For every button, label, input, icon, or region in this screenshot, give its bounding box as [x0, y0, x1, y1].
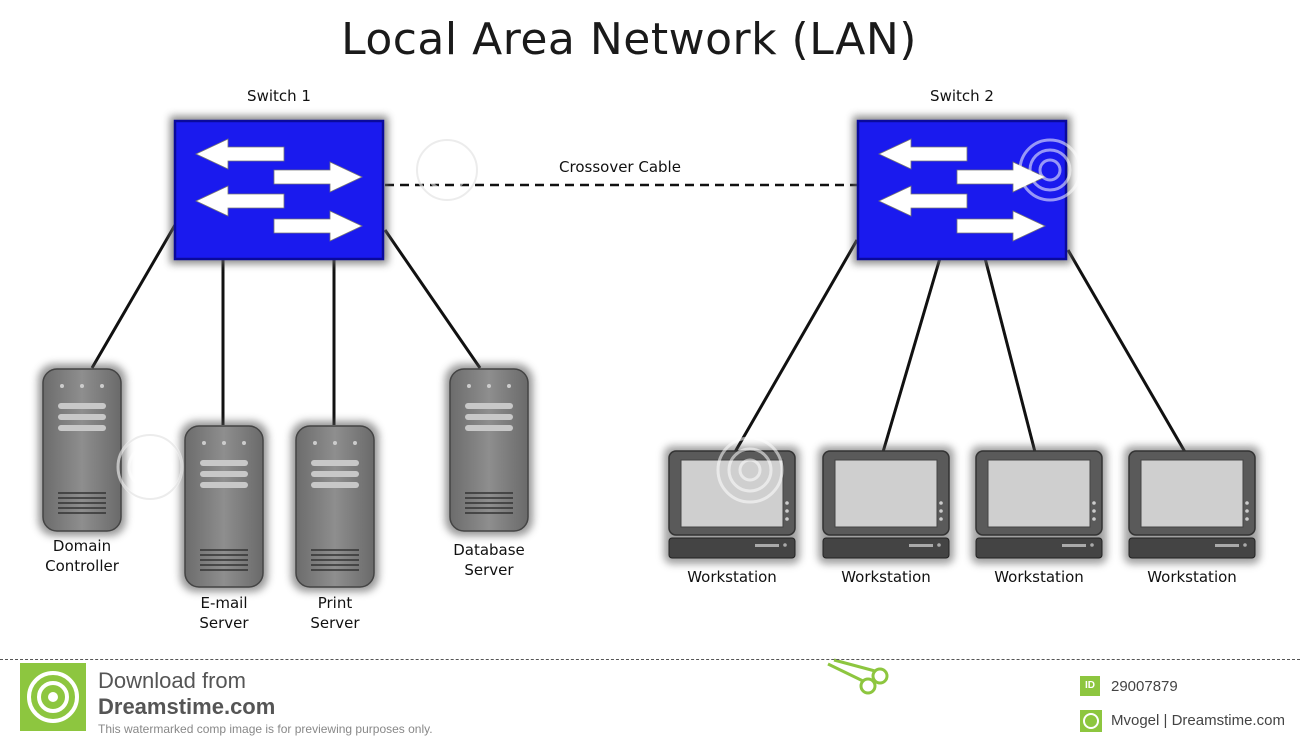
email-server-label-line2: Server: [199, 614, 249, 632]
server-print-icon: [291, 421, 379, 592]
crossover-cable-label: Crossover Cable: [559, 158, 681, 176]
switch-1: [170, 116, 388, 264]
cut-line: [0, 659, 1300, 660]
workstation-3-label: Workstation: [994, 568, 1084, 586]
workstation-1-label: Workstation: [687, 568, 777, 586]
email-server-label: E-mail Server: [164, 593, 284, 633]
switch-1-label: Switch 1: [247, 87, 311, 105]
scissors-icon: [827, 658, 889, 695]
image-credit: Mvogel | Dreamstime.com: [1111, 712, 1285, 729]
switch-2-label: Switch 2: [930, 87, 994, 105]
cable-database-server: [383, 229, 482, 369]
watermark-notice: This watermarked comp image is for previ…: [98, 722, 433, 736]
switch-1-arrows-icon: [195, 138, 363, 242]
id-badge: ID: [1080, 676, 1100, 696]
domain-controller-label-line1: Domain: [52, 537, 112, 555]
domain-controller-label: Domain Controller: [22, 536, 142, 576]
image-id: 29007879: [1111, 678, 1178, 695]
cable-workstation-2: [881, 257, 942, 453]
watermark-swirl-icon: [116, 138, 1082, 504]
cable-workstation-1: [733, 239, 859, 453]
server-database-icon: [445, 364, 533, 536]
workstation-2-icon: [818, 446, 954, 564]
cable-workstation-3: [983, 257, 1037, 453]
diagram-title: Local Area Network (LAN): [341, 14, 917, 65]
switch-2-arrows-icon: [878, 138, 1046, 242]
print-server-label-line1: Print: [317, 594, 353, 612]
email-server-label-line1: E-mail: [200, 594, 248, 612]
database-server-label-line2: Server: [464, 561, 514, 579]
watermark-swirl-faint-icon: [117, 139, 478, 500]
workstation-3-icon: [971, 446, 1107, 564]
download-from-text: Download from: [98, 668, 246, 693]
download-site-text: Dreamstime.com: [98, 694, 276, 719]
server-email-icon: [180, 421, 268, 592]
server-domain-controller-icon: [38, 364, 126, 536]
switch-2: [853, 116, 1071, 264]
workstation-2-label: Workstation: [841, 568, 931, 586]
print-server-label: Print Server: [275, 593, 395, 633]
cable-domain-controller: [90, 224, 177, 369]
workstation-4-label: Workstation: [1147, 568, 1237, 586]
workstation-4-icon: [1124, 446, 1260, 564]
cable-workstation-4: [1066, 249, 1187, 453]
domain-controller-label-line2: Controller: [45, 557, 119, 575]
cables: [90, 224, 1187, 453]
workstation-1-icon: [664, 446, 800, 564]
copyright-badge-icon: [1080, 710, 1102, 732]
database-server-label: Database Server: [429, 540, 549, 580]
print-server-label-line2: Server: [310, 614, 360, 632]
dreamstime-logo-icon: [20, 663, 86, 731]
database-server-label-line1: Database: [453, 541, 525, 559]
